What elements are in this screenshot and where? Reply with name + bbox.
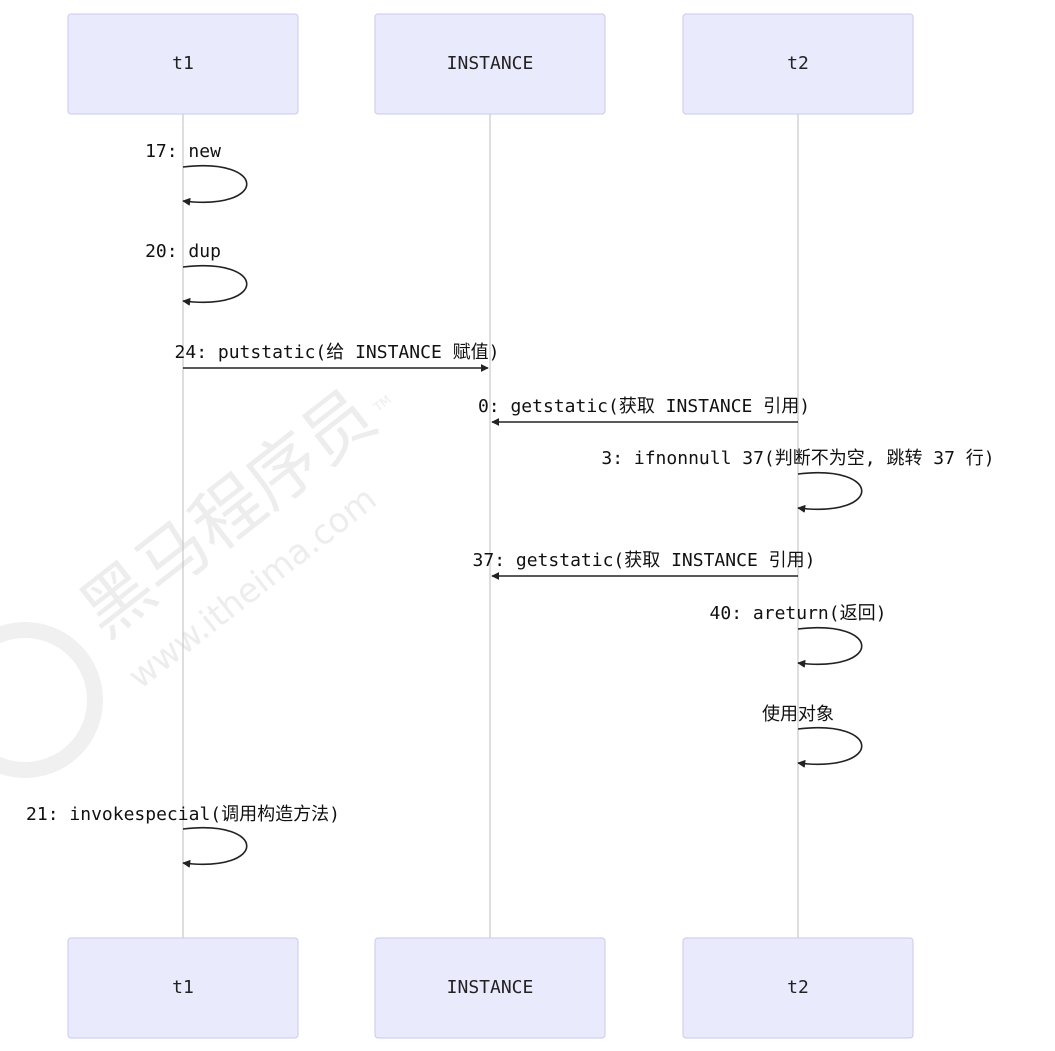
message-getstatic-37: 37: getstatic(获取 INSTANCE 引用) <box>473 550 816 580</box>
message-label: 37: getstatic(获取 INSTANCE 引用) <box>473 550 816 571</box>
message-label: 40: areturn(返回) <box>710 603 887 624</box>
actor-label: INSTANCE <box>447 53 534 74</box>
message-putstatic: 24: putstatic(给 INSTANCE 赋值) <box>175 342 500 372</box>
actor-bottom-t1: t1 <box>67 937 299 1039</box>
actor-label: t2 <box>787 977 809 998</box>
actor-top-t1: t1 <box>67 13 299 115</box>
actor-top-instance: INSTANCE <box>374 13 606 115</box>
actor-bottom-t2: t2 <box>682 937 914 1039</box>
message-label: 使用对象 <box>762 704 834 725</box>
actor-label: t2 <box>787 53 809 74</box>
message-label: 17: new <box>145 141 221 162</box>
watermark: 黑马程序员 www.itheima.com TM <box>0 373 394 778</box>
message-self-new: 17: new <box>145 141 248 206</box>
message-label: 3: ifnonnull 37(判断不为空, 跳转 37 行) <box>601 448 994 469</box>
actor-label: t1 <box>172 53 194 74</box>
message-self-use-object: 使用对象 <box>762 704 863 768</box>
message-self-areturn: 40: areturn(返回) <box>710 603 887 668</box>
watermark-tm: TM <box>370 392 393 415</box>
message-label: 24: putstatic(给 INSTANCE 赋值) <box>175 342 500 363</box>
message-label: 21: invokespecial(调用构造方法) <box>26 804 340 825</box>
actor-bottom-instance: INSTANCE <box>374 937 606 1039</box>
actor-label: t1 <box>172 977 194 998</box>
actor-label: INSTANCE <box>447 977 534 998</box>
message-self-dup: 20: dup <box>145 241 248 306</box>
message-self-ifnonnull: 3: ifnonnull 37(判断不为空, 跳转 37 行) <box>601 448 995 513</box>
message-label: 20: dup <box>145 241 221 262</box>
watermark-logo <box>0 622 103 778</box>
message-getstatic-0: 0: getstatic(获取 INSTANCE 引用) <box>478 396 810 426</box>
actor-top-t2: t2 <box>682 13 914 115</box>
message-self-invokespecial: 21: invokespecial(调用构造方法) <box>26 804 340 868</box>
message-label: 0: getstatic(获取 INSTANCE 引用) <box>478 396 810 417</box>
